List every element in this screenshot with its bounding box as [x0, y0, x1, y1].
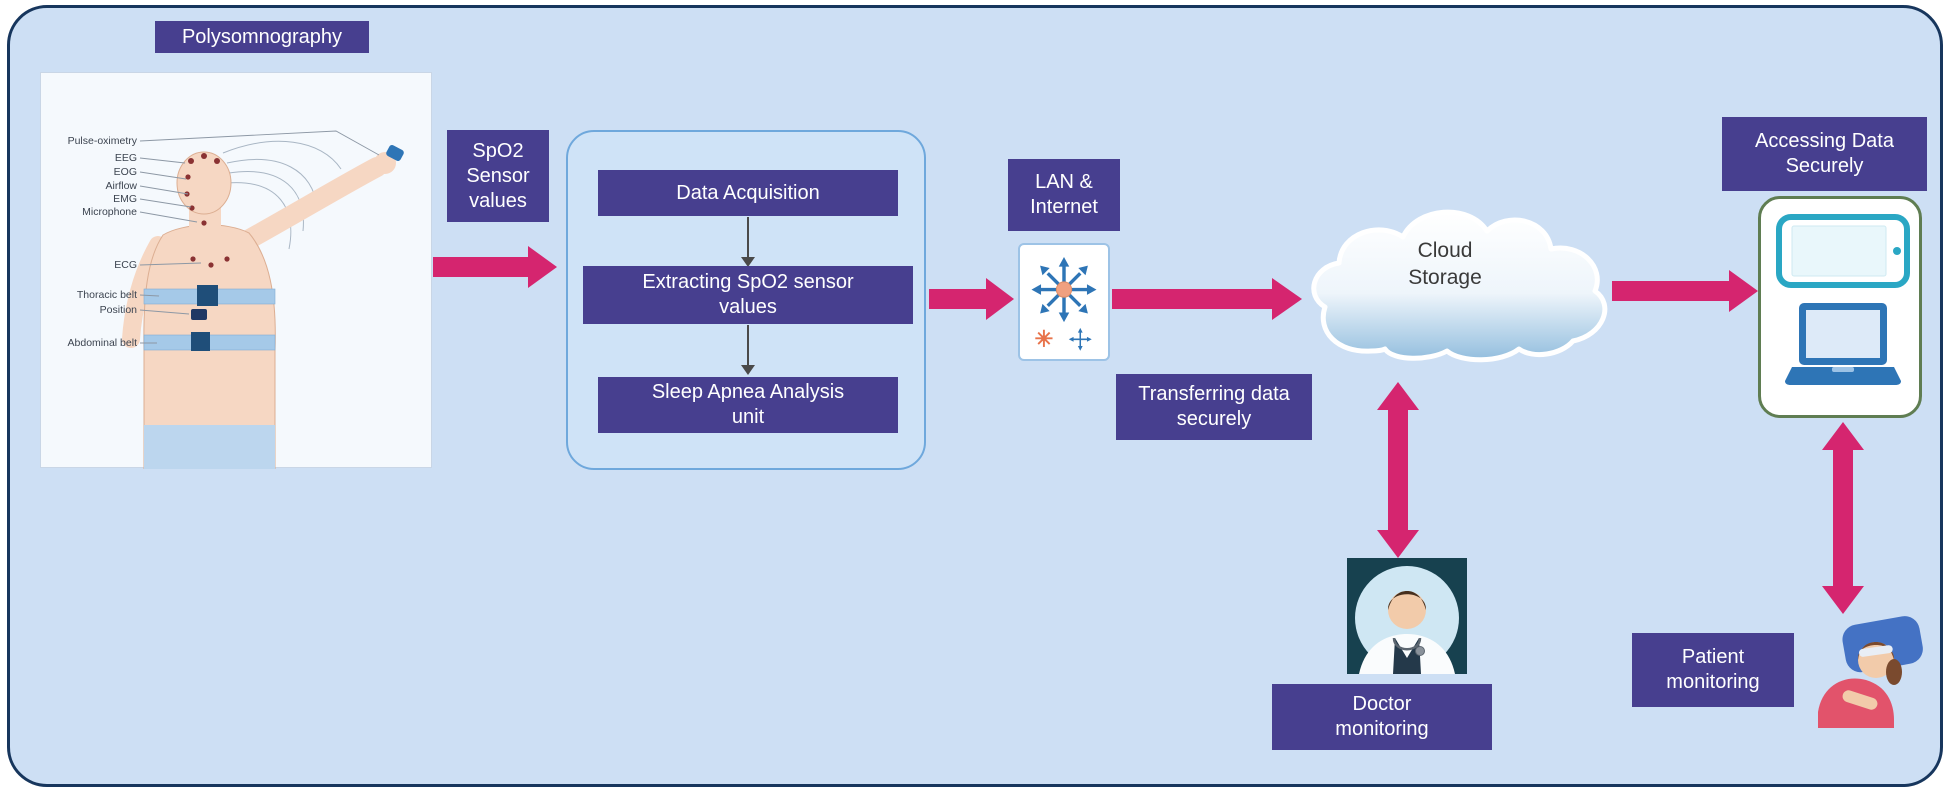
arrow-body [433, 257, 528, 277]
network-hub-icon [1031, 257, 1097, 351]
spo2-sensor-values-label: SpO2 Sensor values [447, 130, 549, 222]
arrow-devices-patient [1822, 422, 1864, 614]
patient-image [1818, 616, 1923, 728]
psg-sensor-label: Pulse-oximetry [68, 135, 138, 147]
arrow-head-up [1377, 382, 1419, 410]
doctor-image [1347, 558, 1467, 674]
extracting-spo2-box: Extracting SpO2 sensor values [583, 266, 913, 324]
arrow-cloud-to-devices [1612, 270, 1758, 312]
arrow-body [1112, 289, 1272, 309]
psg-body [122, 145, 404, 470]
psg-sensor-label: Airflow [105, 180, 137, 192]
psg-sensor-label: EOG [114, 166, 137, 178]
arrow-body [1833, 448, 1853, 588]
data-acquisition-box: Data Acquisition [598, 170, 898, 216]
laptop-icon [1785, 303, 1901, 385]
arrow-head [528, 246, 557, 288]
arrow-head-down [1377, 530, 1419, 558]
psg-leader-lines [139, 130, 380, 344]
mini-arrows-icon [1071, 330, 1089, 348]
arrow-router-to-cloud [1112, 278, 1302, 320]
sleep-apnea-analysis-box: Sleep Apnea Analysis unit [598, 377, 898, 433]
psg-sensor-label: ECG [114, 259, 137, 271]
flow-arrow-head [741, 365, 755, 375]
arrow-processing-to-router [929, 278, 1014, 320]
network-router-box [1018, 243, 1110, 361]
psg-belts [143, 285, 276, 351]
arrow-head [1729, 270, 1758, 312]
arrow-body [1388, 408, 1408, 532]
cloud-storage-shape: Cloud Storage [1311, 209, 1608, 363]
devices-box [1758, 196, 1922, 418]
flow-arrow-down [747, 217, 749, 258]
doctor-monitoring-label: Doctor monitoring [1272, 684, 1492, 750]
arrow-head [1272, 278, 1302, 320]
arrow-body [929, 289, 986, 309]
psg-sensor-label: Thoracic belt [77, 289, 137, 301]
polysomnography-figure: Pulse-oximetry EEG EOG Airflow EMG Micro… [68, 130, 404, 470]
accessing-data-label: Accessing Data Securely [1722, 117, 1927, 191]
psg-sensor-label: EMG [113, 193, 137, 205]
arrow-body [1612, 281, 1729, 301]
cloud-label-line1: Cloud [1418, 239, 1473, 262]
psg-sensor-label: Abdominal belt [68, 337, 138, 349]
flow-arrow-head [741, 257, 755, 267]
psg-sensor-label: EEG [115, 152, 137, 164]
arrow-head-up [1822, 422, 1864, 450]
tablet-icon [1776, 214, 1910, 288]
arrow-head-down [1822, 586, 1864, 614]
transferring-data-label: Transferring data securely [1116, 374, 1312, 440]
psg-labels: Pulse-oximetry EEG EOG Airflow EMG Micro… [68, 135, 138, 349]
flow-arrow-down [747, 325, 749, 366]
psg-sensor-label: Position [100, 304, 138, 316]
arrow-cloud-doctor [1377, 382, 1419, 558]
arrow-head [986, 278, 1014, 320]
cloud-label-line2: Storage [1408, 266, 1482, 289]
psg-electrodes [184, 153, 230, 268]
patient-monitoring-label: Patient monitoring [1632, 633, 1794, 707]
lan-internet-label: LAN & Internet [1008, 159, 1120, 231]
polysomnography-image-box: Pulse-oximetry EEG EOG Airflow EMG Micro… [40, 72, 432, 470]
polysomnography-label: Polysomnography [155, 21, 369, 53]
cloud-storage-label: Cloud Storage [1408, 239, 1482, 289]
arrow-psg-to-processing [433, 246, 557, 288]
psg-sensor-label: Microphone [82, 206, 137, 218]
